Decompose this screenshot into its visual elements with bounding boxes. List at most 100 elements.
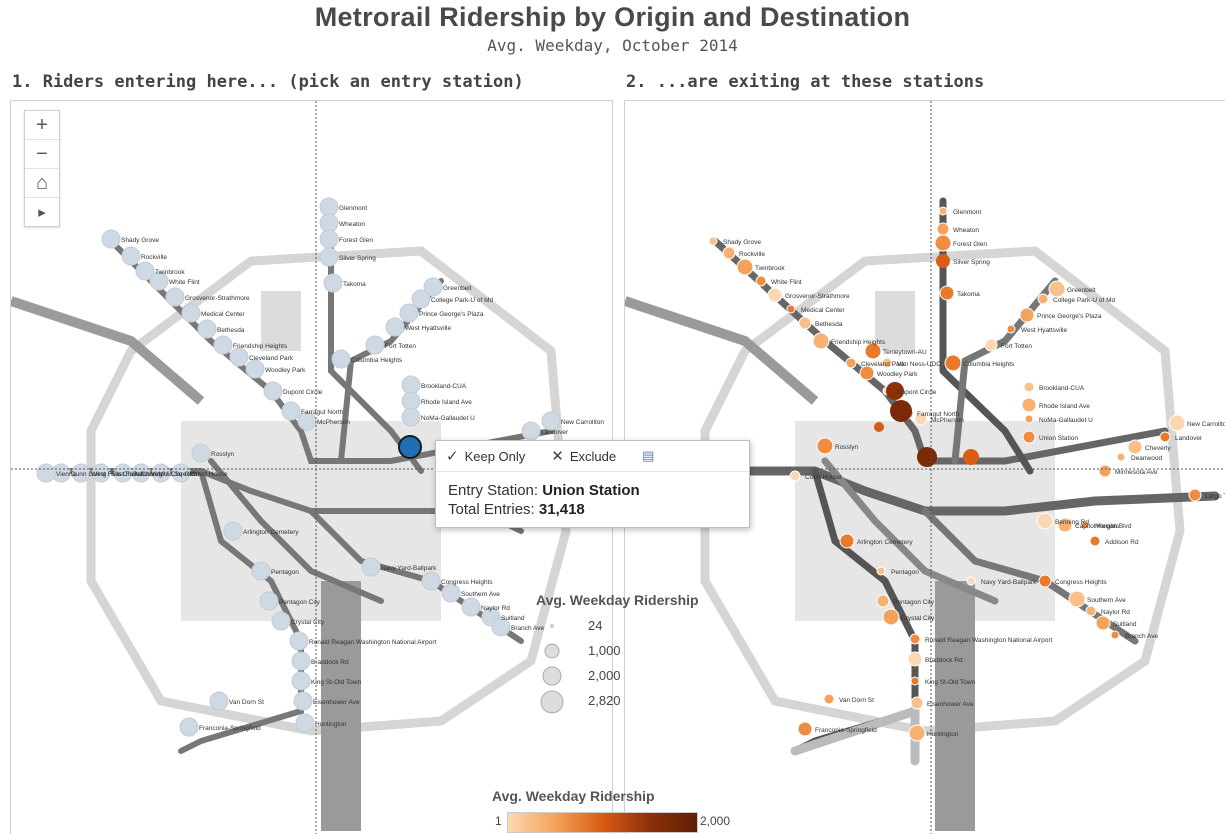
station-marker[interactable] xyxy=(289,631,309,651)
station-marker[interactable] xyxy=(786,304,796,314)
station-marker[interactable] xyxy=(1116,452,1126,462)
station-marker[interactable] xyxy=(271,611,291,631)
zoom-out-button[interactable]: − xyxy=(25,140,59,169)
station-marker[interactable] xyxy=(823,693,835,705)
station-marker[interactable] xyxy=(135,261,155,281)
station-marker[interactable] xyxy=(1168,414,1186,432)
station-marker[interactable] xyxy=(319,247,339,267)
station-marker[interactable] xyxy=(1021,397,1037,413)
station-marker[interactable] xyxy=(319,229,339,249)
station-marker[interactable] xyxy=(223,521,243,541)
station-marker[interactable] xyxy=(736,258,754,276)
station-marker[interactable] xyxy=(1127,439,1143,455)
station-marker[interactable] xyxy=(293,691,313,711)
station-marker[interactable] xyxy=(281,401,301,421)
station-marker[interactable] xyxy=(401,391,421,411)
station-marker[interactable] xyxy=(1022,430,1036,444)
station-marker[interactable] xyxy=(401,375,421,395)
station-marker[interactable] xyxy=(910,676,920,686)
station-marker[interactable] xyxy=(1006,324,1016,334)
station-marker[interactable] xyxy=(845,357,857,369)
station-marker[interactable] xyxy=(1080,520,1090,530)
station-marker[interactable] xyxy=(984,338,998,352)
station-marker[interactable] xyxy=(541,411,561,431)
station-marker[interactable] xyxy=(209,691,229,711)
station-marker[interactable] xyxy=(121,246,141,266)
station-marker[interactable] xyxy=(1023,381,1035,393)
station-marker[interactable] xyxy=(399,303,419,323)
station-marker[interactable] xyxy=(323,273,343,293)
entry-station-markers[interactable] xyxy=(36,197,561,737)
station-marker[interactable] xyxy=(491,617,511,637)
station-marker[interactable] xyxy=(181,303,201,323)
station-marker[interactable] xyxy=(1036,512,1054,530)
station-marker[interactable] xyxy=(816,437,834,455)
station-marker[interactable] xyxy=(755,275,767,287)
station-marker[interactable] xyxy=(876,594,890,608)
station-marker[interactable] xyxy=(423,277,443,297)
station-marker[interactable] xyxy=(722,246,736,260)
station-marker[interactable] xyxy=(295,713,315,733)
station-marker[interactable] xyxy=(1159,431,1171,443)
exclude-button[interactable]: ✕ Exclude xyxy=(551,447,616,465)
station-marker[interactable] xyxy=(319,213,339,233)
station-marker[interactable] xyxy=(229,347,249,367)
station-marker[interactable] xyxy=(882,608,900,626)
station-marker[interactable] xyxy=(361,557,381,577)
station-marker[interactable] xyxy=(165,287,185,307)
station-marker[interactable] xyxy=(213,335,233,355)
station-marker[interactable] xyxy=(864,342,882,360)
station-marker[interactable] xyxy=(1188,488,1202,502)
view-data-button[interactable]: ▤ xyxy=(642,448,654,464)
station-marker[interactable] xyxy=(259,591,279,611)
home-button[interactable]: ⌂ xyxy=(25,169,59,198)
station-marker[interactable] xyxy=(876,566,886,576)
station-marker[interactable] xyxy=(251,561,271,581)
station-marker[interactable] xyxy=(1024,414,1034,424)
station-marker[interactable] xyxy=(179,717,199,737)
station-marker[interactable] xyxy=(36,463,56,483)
play-button[interactable]: ▸ xyxy=(25,198,59,226)
station-marker[interactable] xyxy=(441,583,461,603)
station-marker[interactable] xyxy=(291,671,311,691)
station-marker[interactable] xyxy=(401,407,421,427)
station-marker[interactable] xyxy=(1048,280,1066,298)
station-marker-high[interactable] xyxy=(874,422,884,432)
station-marker[interactable] xyxy=(910,696,924,710)
station-marker[interactable] xyxy=(797,721,813,737)
station-marker[interactable] xyxy=(149,271,169,291)
station-marker[interactable] xyxy=(767,287,783,303)
station-marker[interactable] xyxy=(197,319,217,339)
station-marker[interactable] xyxy=(1095,615,1111,631)
station-marker-high[interactable] xyxy=(886,382,904,400)
station-marker[interactable] xyxy=(938,206,948,216)
station-marker[interactable] xyxy=(914,412,928,426)
station-marker[interactable] xyxy=(966,576,976,586)
station-marker[interactable] xyxy=(1089,535,1101,547)
station-marker[interactable] xyxy=(939,285,955,301)
station-marker[interactable] xyxy=(319,197,339,217)
station-marker[interactable] xyxy=(936,222,950,236)
station-marker[interactable] xyxy=(1098,464,1112,478)
station-marker[interactable] xyxy=(1068,590,1086,608)
station-marker[interactable] xyxy=(1037,293,1049,305)
station-marker-high[interactable] xyxy=(936,254,950,268)
station-marker[interactable] xyxy=(1085,605,1097,617)
station-marker[interactable] xyxy=(421,571,441,591)
station-marker[interactable] xyxy=(789,470,801,482)
selected-station-union-station[interactable] xyxy=(398,435,422,459)
zoom-in-button[interactable]: + xyxy=(25,111,59,140)
station-marker[interactable] xyxy=(909,633,921,645)
station-marker[interactable] xyxy=(881,357,893,369)
station-marker[interactable] xyxy=(385,317,405,337)
station-marker[interactable] xyxy=(1057,517,1073,533)
station-marker[interactable] xyxy=(908,724,926,742)
station-marker-high[interactable] xyxy=(917,447,937,467)
station-marker[interactable] xyxy=(708,236,718,246)
station-marker[interactable] xyxy=(101,229,121,249)
station-marker[interactable] xyxy=(461,597,481,617)
station-marker[interactable] xyxy=(245,359,265,379)
station-marker[interactable] xyxy=(907,651,923,667)
